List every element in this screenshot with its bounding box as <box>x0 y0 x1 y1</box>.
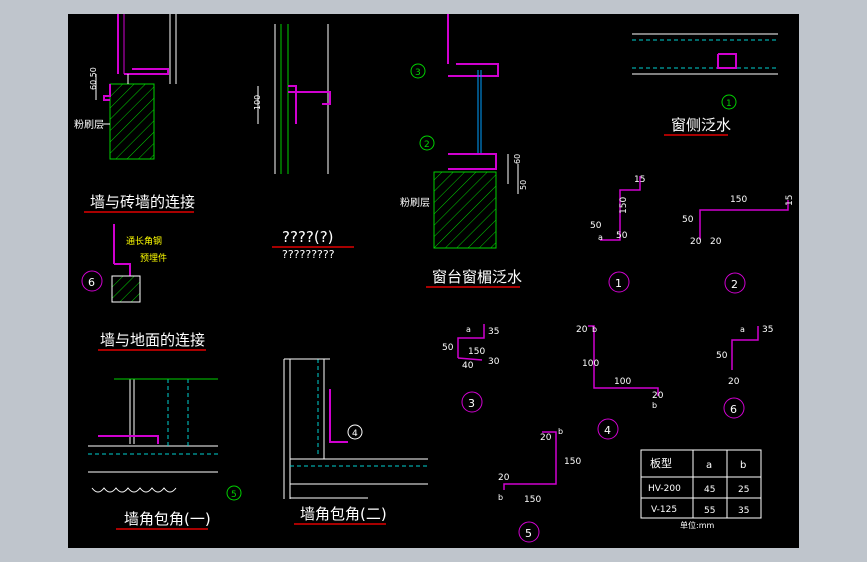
dim-60: 60 <box>513 154 522 164</box>
svg-text:30: 30 <box>488 357 500 367</box>
svg-text:20: 20 <box>710 237 722 247</box>
plaster-label-b: 粉刷层 <box>400 196 430 209</box>
svg-text:5: 5 <box>231 490 237 500</box>
svg-text:5: 5 <box>525 527 532 540</box>
table-cell: 35 <box>738 506 749 516</box>
svg-text:1: 1 <box>726 99 732 109</box>
svg-text:a: a <box>740 325 745 334</box>
table-cell: V-125 <box>651 505 677 515</box>
table-header-a: a <box>706 460 712 471</box>
svg-text:20: 20 <box>576 325 588 335</box>
svg-text:b: b <box>652 401 657 410</box>
svg-text:50: 50 <box>590 221 602 231</box>
svg-text:35: 35 <box>762 325 773 335</box>
svg-text:50: 50 <box>716 351 728 361</box>
spec-table: 板型 a b HV-200 45 25 V-125 55 35 单位:mm <box>640 449 762 530</box>
svg-text:20: 20 <box>540 433 552 443</box>
detail-wall-floor: 通长角钢 预埋件 墙与地面的连接 <box>98 224 206 351</box>
title-wall-brick: 墙与砖墙的连接 <box>90 193 195 211</box>
profile-5: 20 b 150 20 b 150 <box>498 427 581 505</box>
marker-circles: 1 3 2 4 5 6 1 2 3 4 5 6 <box>81 63 746 543</box>
table-cell: 45 <box>704 485 715 495</box>
svg-text:100: 100 <box>582 359 599 369</box>
profile-4: 20 b 100 100 20 b <box>576 325 664 410</box>
svg-text:150: 150 <box>730 195 747 205</box>
detail-window-side: 窗侧泛水 <box>632 33 778 136</box>
title-corner-two: 墙角包角(二) <box>300 505 387 523</box>
sill-hatch <box>433 171 497 249</box>
profile-1: 15 150 50 50 a <box>590 175 645 242</box>
profile-3: 35 50 150 40 30 a <box>442 324 500 371</box>
plaster-label-a: 粉刷层 <box>74 118 104 131</box>
dim-50: 50 <box>519 180 528 190</box>
svg-text:2: 2 <box>731 278 738 291</box>
profile-6: 35 50 20 a <box>716 325 773 387</box>
svg-text:b: b <box>592 325 597 334</box>
detail-vertical-joint: 100 ????(?) ????????? <box>253 24 354 261</box>
svg-text:50: 50 <box>682 215 694 225</box>
svg-text:50: 50 <box>616 231 628 241</box>
title-window-side: 窗侧泛水 <box>671 116 731 134</box>
angle-steel-label: 通长角钢 <box>126 235 162 247</box>
dim-60-50: 60 50 <box>89 67 98 90</box>
detail-wall-brick: 60 50 粉刷层 墙与砖墙的连接 <box>74 14 195 213</box>
svg-text:a: a <box>598 233 603 242</box>
title-wall-floor: 墙与地面的连接 <box>100 331 205 349</box>
detail-corner-two: 墙角包角(二) <box>283 358 428 525</box>
title-unknown: ????(?) <box>282 228 334 246</box>
embed-part-label: 预埋件 <box>140 252 167 264</box>
svg-text:20: 20 <box>728 377 740 387</box>
subtitle-unknown: ????????? <box>282 248 335 261</box>
svg-text:3: 3 <box>415 68 421 78</box>
brick-hatch <box>109 83 155 160</box>
svg-text:150: 150 <box>524 495 541 505</box>
svg-text:4: 4 <box>352 429 358 439</box>
svg-text:100: 100 <box>614 377 631 387</box>
svg-text:15: 15 <box>634 175 645 185</box>
detail-window-sill: 60 50 粉刷层 窗台窗楣泛水 <box>400 14 528 288</box>
table-unit: 单位:mm <box>680 520 714 530</box>
svg-text:a: a <box>466 325 471 334</box>
svg-text:50: 50 <box>442 343 454 353</box>
table-header-type: 板型 <box>650 456 672 470</box>
svg-text:150: 150 <box>619 197 629 214</box>
detail-corner-one: 墙角包角(一) <box>88 378 218 530</box>
svg-text:4: 4 <box>604 424 611 437</box>
svg-text:b: b <box>558 427 563 436</box>
table-header-b: b <box>740 460 746 471</box>
svg-text:15: 15 <box>785 195 795 206</box>
svg-text:150: 150 <box>564 457 581 467</box>
svg-text:20: 20 <box>690 237 702 247</box>
svg-text:6: 6 <box>88 276 95 289</box>
svg-text:20: 20 <box>498 473 510 483</box>
title-window-sill: 窗台窗楣泛水 <box>432 268 522 286</box>
svg-text:1: 1 <box>615 277 622 290</box>
table-cell: 25 <box>738 485 749 495</box>
title-corner-one: 墙角包角(一) <box>124 510 211 528</box>
svg-text:3: 3 <box>468 397 475 410</box>
cad-drawing-canvas: 60 50 粉刷层 墙与砖墙的连接 100 ????(?) ????????? … <box>68 14 799 548</box>
svg-text:150: 150 <box>468 347 485 357</box>
cad-drawing: 60 50 粉刷层 墙与砖墙的连接 100 ????(?) ????????? … <box>74 14 795 543</box>
dim-100-a: 100 <box>253 95 262 110</box>
svg-text:35: 35 <box>488 327 499 337</box>
svg-text:2: 2 <box>424 140 430 150</box>
table-cell: HV-200 <box>648 484 681 494</box>
svg-text:b: b <box>498 493 503 502</box>
profile-2: 150 15 50 20 20 <box>682 195 795 247</box>
svg-text:40: 40 <box>462 361 474 371</box>
svg-text:6: 6 <box>730 403 737 416</box>
table-cell: 55 <box>704 506 715 516</box>
svg-text:20: 20 <box>652 391 664 401</box>
